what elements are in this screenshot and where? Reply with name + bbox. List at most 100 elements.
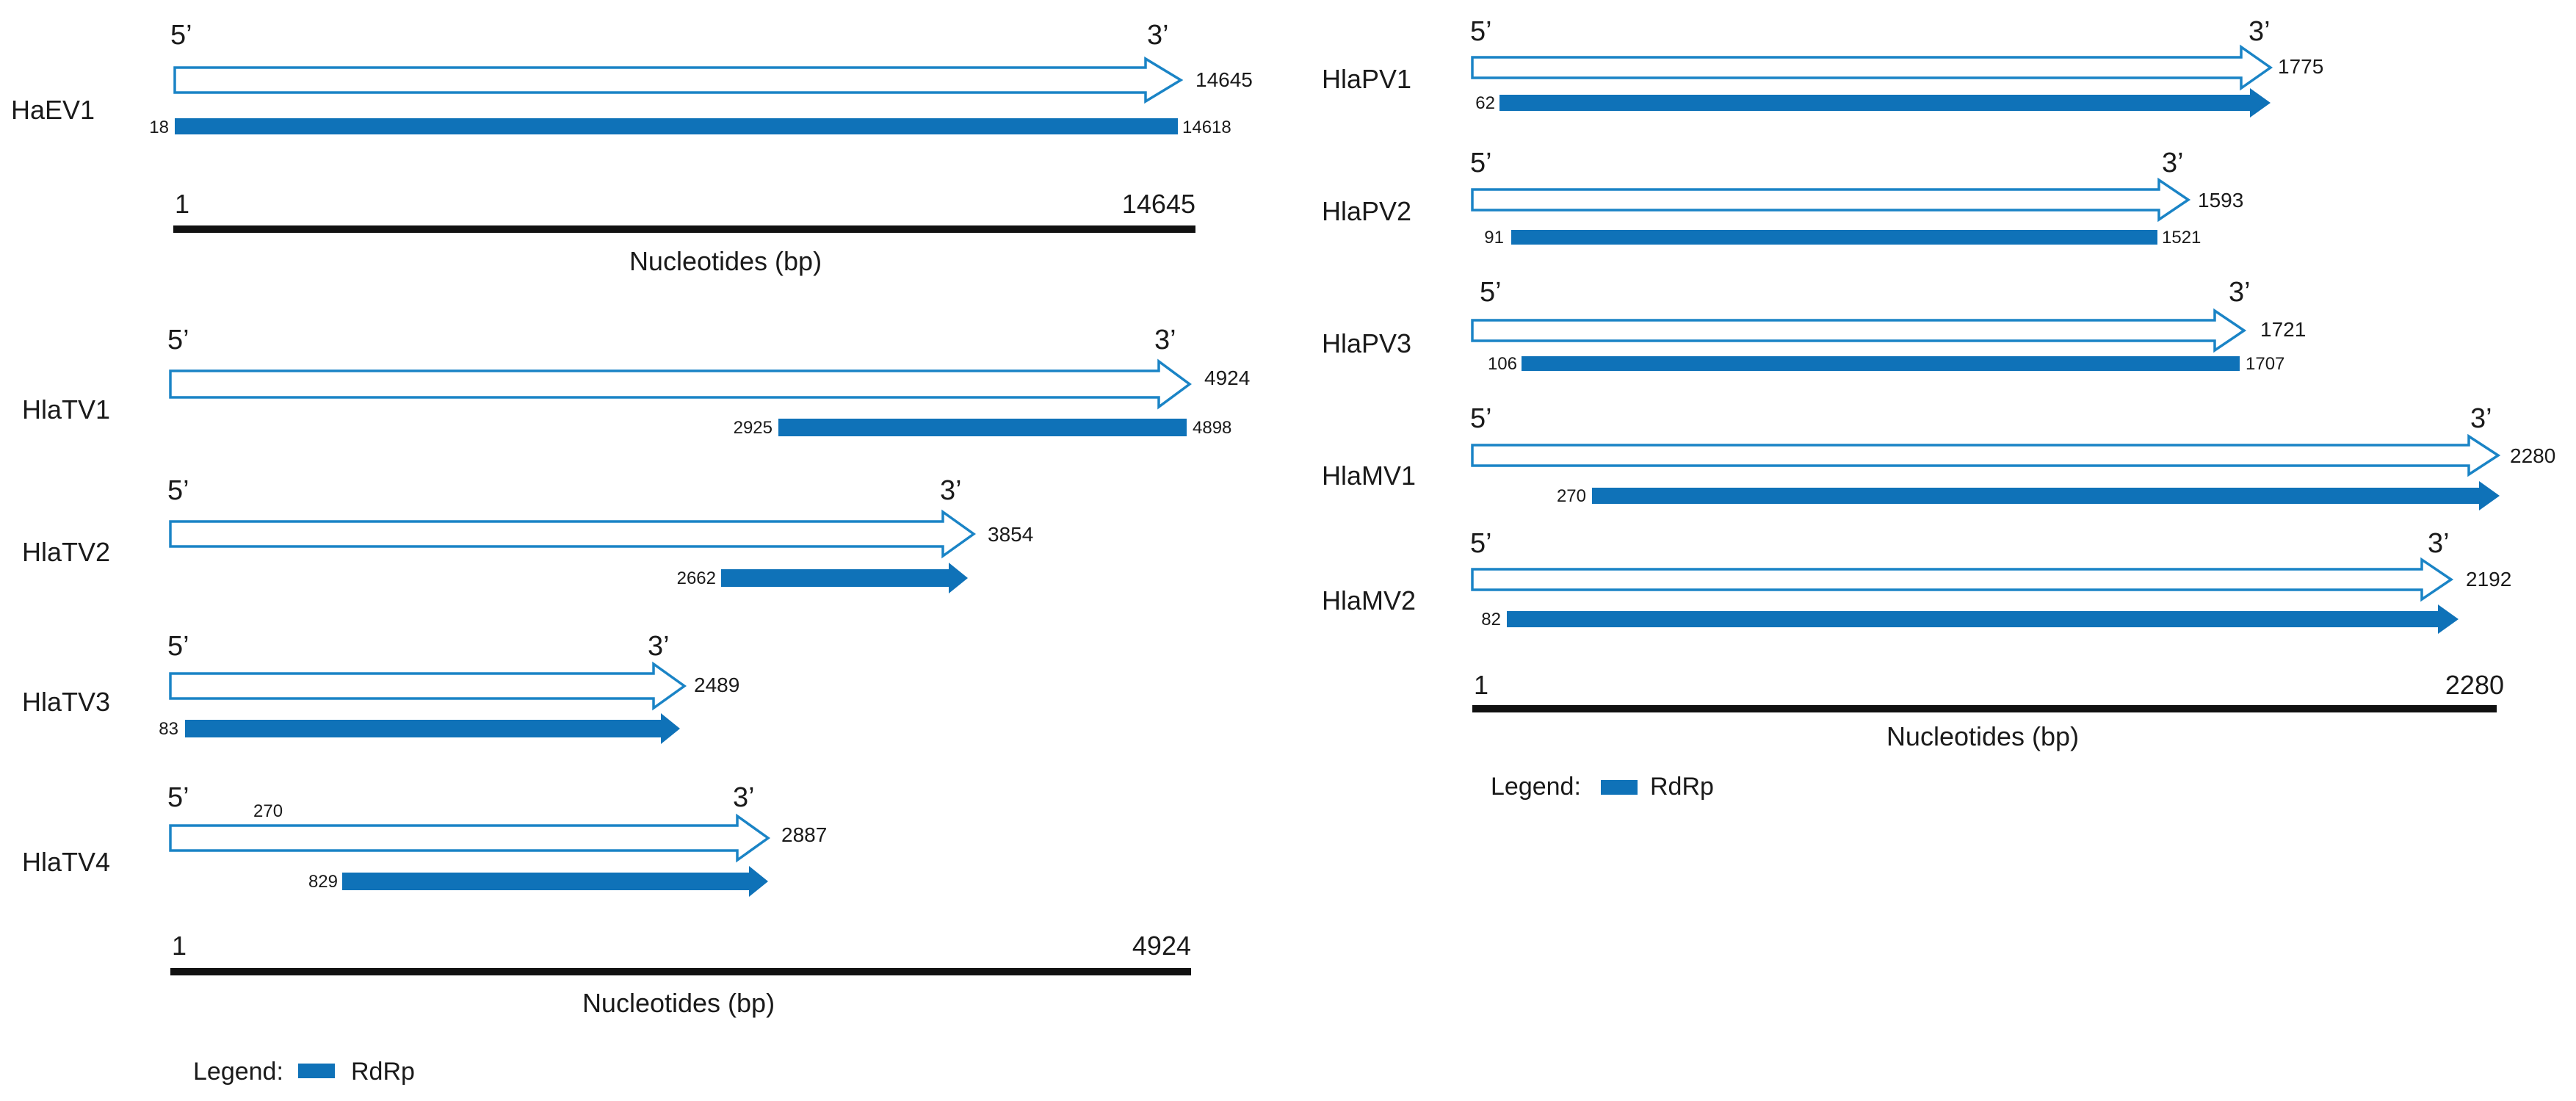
genome-arrow — [1471, 44, 2273, 91]
genome-length-label: 1593 — [2198, 189, 2243, 212]
three-prime-label: 3’ — [2162, 148, 2184, 178]
genome-length-label: 4924 — [1204, 367, 1250, 389]
genome-name: HlaPV3 — [1322, 328, 1411, 358]
rdrp-arrow — [1507, 604, 2459, 634]
five-prime-label: 5’ — [167, 631, 189, 662]
genome-name: HlaTV4 — [22, 847, 110, 877]
legend-label: Legend: — [1491, 773, 1581, 801]
rdrp-arrow — [1499, 88, 2271, 118]
axis-end-label: 2280 — [2445, 670, 2504, 700]
legend-label: Legend: — [193, 1058, 283, 1086]
rdrp-bar — [778, 419, 1187, 436]
rdrp-start-label: 2925 — [734, 418, 773, 438]
legend-right: Legend: RdRp — [1491, 773, 1714, 801]
genome-haev1: HaEV1 5’ 3’ 14645 18 14618 — [11, 20, 1253, 137]
genome-arrow — [173, 56, 1184, 104]
genome-hlamv1: HlaMV1 5’ 3’ 2280 270 — [1322, 403, 2555, 510]
rdrp-start-label: 82 — [1481, 610, 1501, 629]
axis-haev1: 1 14645 Nucleotides (bp) — [173, 189, 1195, 276]
rdrp-end-label: 14618 — [1182, 118, 1231, 137]
genome-name: HlaPV1 — [1322, 64, 1411, 94]
three-prime-label: 3’ — [2229, 277, 2251, 308]
genome-length-label: 3854 — [988, 523, 1033, 546]
rdrp-arrow — [185, 713, 680, 744]
five-prime-label: 5’ — [167, 475, 189, 506]
genome-hlapv1: HlaPV1 5’ 3’ 1775 62 — [1322, 16, 2323, 118]
rdrp-bar — [1511, 230, 2157, 245]
three-prime-label: 3’ — [2428, 528, 2450, 559]
genome-length-label: 2887 — [781, 823, 827, 846]
genome-arrow — [169, 813, 771, 863]
axis-line — [173, 225, 1195, 233]
genome-name: HlaTV2 — [22, 537, 110, 567]
genome-length-label: 2192 — [2466, 568, 2511, 591]
genome-hlapv2: HlaPV2 5’ 3’ 1593 91 1521 — [1322, 148, 2243, 248]
rdrp-arrow — [342, 866, 768, 897]
genome-length-label: 1721 — [2260, 318, 2306, 341]
legend-swatch-rdrp — [1601, 780, 1638, 795]
rdrp-start-label: 62 — [1475, 93, 1495, 113]
three-prime-label: 3’ — [733, 782, 755, 813]
rdrp-end-label: 4898 — [1193, 418, 1231, 438]
five-prime-label: 5’ — [1470, 16, 1492, 47]
three-prime-label: 3’ — [1147, 20, 1169, 51]
rdrp-start-label: 2662 — [677, 568, 716, 588]
axis-end-label: 14645 — [1122, 189, 1195, 219]
five-prime-label: 5’ — [1480, 277, 1502, 308]
rdrp-bar — [175, 118, 1178, 134]
rdrp-bar — [1522, 356, 2240, 371]
three-prime-label: 3’ — [2470, 403, 2492, 434]
genome-name: HlaMV2 — [1322, 585, 1416, 616]
genome-length-label: 14645 — [1195, 68, 1253, 91]
three-prime-label: 3’ — [1154, 325, 1176, 355]
genome-length-label: 2280 — [2510, 444, 2555, 467]
legend-left: Legend: RdRp — [193, 1058, 415, 1086]
genome-hlatv3: HlaTV3 5’ 3’ 2489 83 — [22, 631, 739, 744]
rdrp-start-label: 91 — [1484, 228, 1504, 248]
five-prime-label: 5’ — [1470, 528, 1492, 559]
axis-hlatv: 1 4924 Nucleotides (bp) — [170, 931, 1191, 1018]
axis-start-label: 1 — [1474, 670, 1488, 700]
axis-end-label: 4924 — [1132, 931, 1191, 961]
five-prime-label: 5’ — [1470, 403, 1492, 434]
genome-hlatv1: HlaTV1 5’ 3’ 4924 2925 4898 — [22, 325, 1250, 438]
genome-hlatv4: HlaTV4 5’ 3’ 270 2887 829 — [22, 782, 827, 897]
genome-hlatv2: HlaTV2 5’ 3’ 3854 2662 — [22, 475, 1033, 593]
genome-name: HlaMV1 — [1322, 461, 1416, 491]
axis-line — [170, 968, 1191, 975]
genome-length-label: 1775 — [2278, 55, 2323, 78]
genome-arrow — [169, 661, 687, 711]
genome-arrow — [169, 358, 1192, 410]
rdrp-start-label: 83 — [159, 719, 178, 739]
five-prime-label: 5’ — [167, 782, 189, 813]
axis-line — [1472, 705, 2497, 712]
genome-arrow — [169, 509, 977, 559]
rdrp-end-label: 1707 — [2246, 354, 2284, 374]
genome-hlamv2: HlaMV2 5’ 3’ 2192 82 — [1322, 528, 2511, 634]
axis-start-label: 1 — [175, 189, 189, 219]
genome-name: HlaPV2 — [1322, 196, 1411, 226]
axis-title: Nucleotides (bp) — [629, 246, 822, 276]
genome-hlapv3: HlaPV3 5’ 3’ 1721 106 1707 — [1322, 277, 2306, 374]
genome-arrow — [1471, 557, 2454, 602]
genome-name: HlaTV1 — [22, 394, 110, 425]
five-prime-label: 5’ — [1470, 148, 1492, 178]
genome-name: HlaTV3 — [22, 687, 110, 717]
legend-item-label: RdRp — [351, 1058, 415, 1086]
axis-right: 1 2280 Nucleotides (bp) — [1472, 670, 2504, 751]
genome-arrow — [1471, 433, 2501, 477]
rdrp-start-label: 270 — [1557, 486, 1586, 506]
genome-arrow — [1471, 177, 2191, 223]
three-prime-label: 3’ — [940, 475, 962, 506]
rdrp-start-label: 106 — [1488, 354, 1517, 374]
five-prime-label: 5’ — [170, 20, 192, 51]
five-prime-label: 5’ — [167, 325, 189, 355]
genome-name: HaEV1 — [11, 95, 95, 125]
genome-length-label: 2489 — [694, 674, 739, 696]
three-prime-label: 3’ — [648, 631, 670, 662]
rdrp-start-label: 18 — [149, 118, 169, 137]
genome-arrow — [1471, 308, 2247, 353]
legend-item-label: RdRp — [1650, 773, 1714, 801]
rdrp-arrow — [721, 563, 968, 593]
